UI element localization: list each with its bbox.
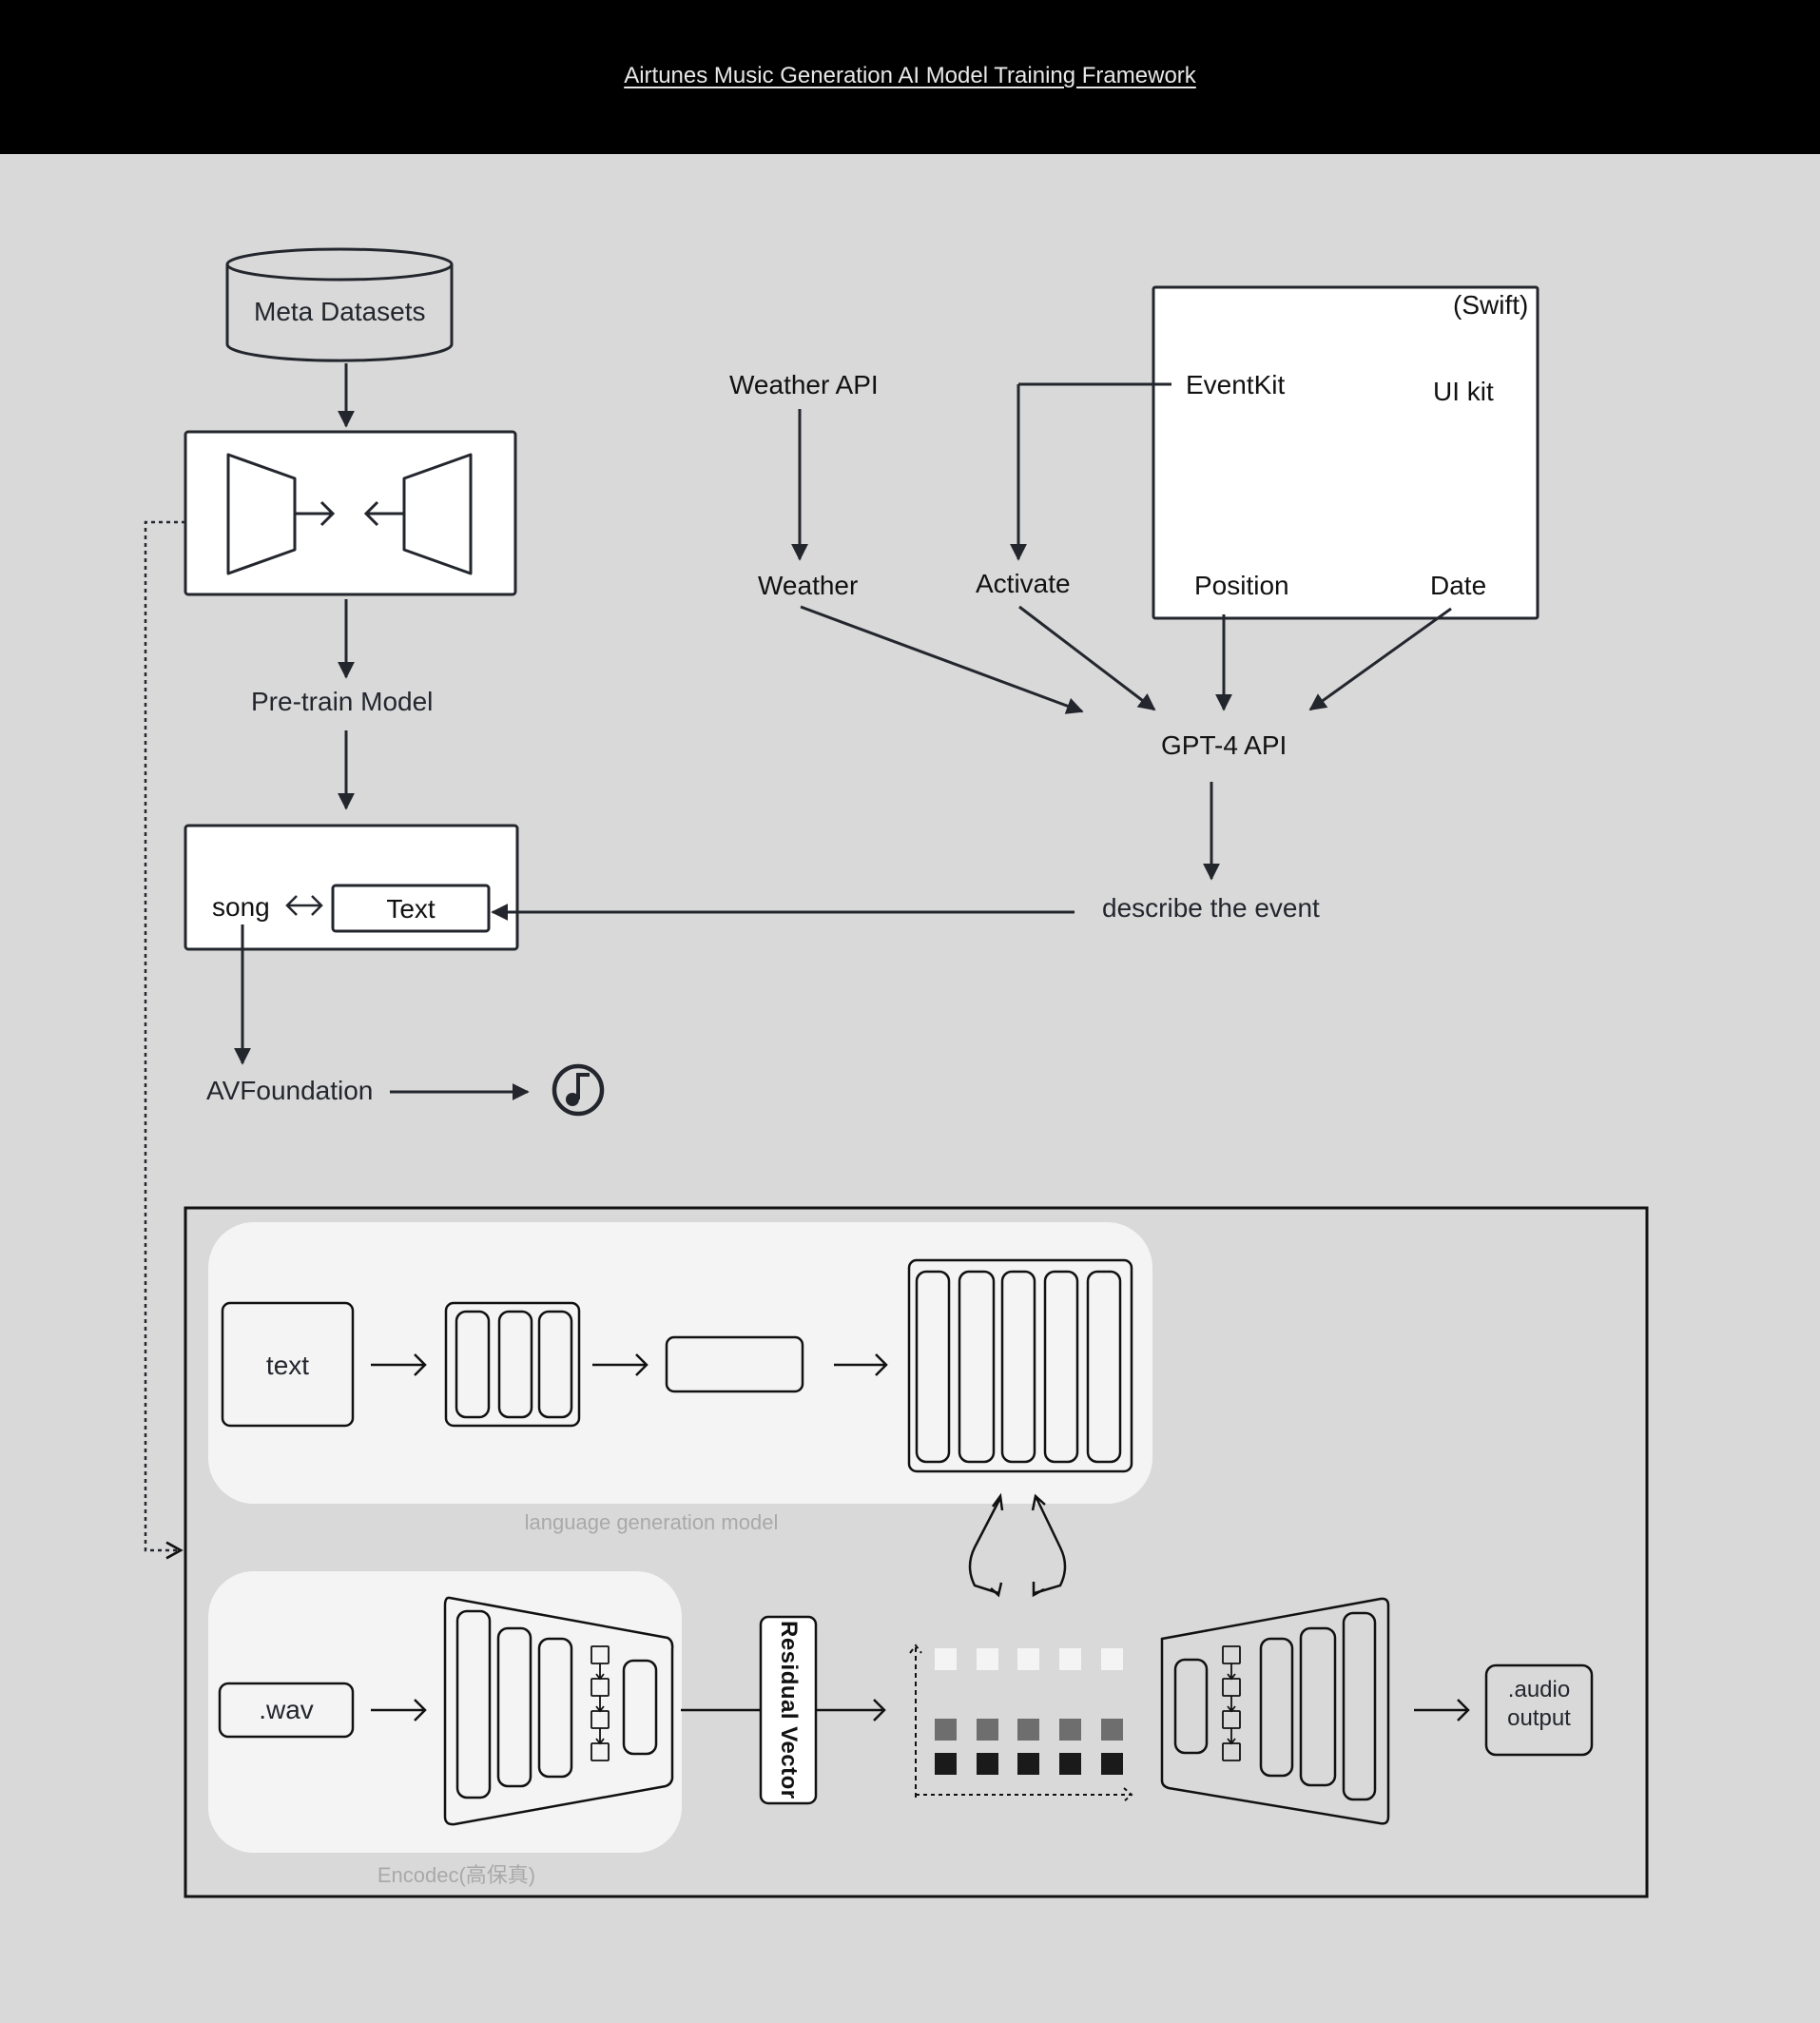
text-box-label: Text [386, 894, 436, 924]
audio-output-box [1484, 1663, 1594, 1757]
arrow-lgm-3 [834, 1353, 888, 1376]
pretrain-model-label: Pre-train Model [251, 687, 434, 716]
token-cell [1017, 1753, 1039, 1775]
wav-input-label: .wav [259, 1695, 314, 1724]
residual-vector-label-wrap: Residual Vector [761, 1617, 816, 1803]
activate-label: Activate [976, 569, 1071, 598]
x-axis-dotted [916, 1787, 1133, 1802]
position-label: Position [1194, 571, 1289, 600]
weather-label: Weather [758, 571, 859, 600]
transformer-block [907, 1258, 1133, 1473]
decoder-trapezoid-icon [402, 453, 473, 575]
token-cell [1059, 1753, 1081, 1775]
latent-block [665, 1335, 804, 1393]
token-grid [935, 1648, 1123, 1775]
model-frame [184, 1206, 1649, 1898]
token-cell [1017, 1719, 1039, 1741]
arrow-lgm-2 [592, 1353, 649, 1376]
arrow-decoder [1414, 1699, 1470, 1721]
residual-vector-label: Residual Vector [776, 1621, 802, 1799]
token-cell [977, 1753, 998, 1775]
song-label: song [212, 892, 270, 922]
meta-datasets-label: Meta Datasets [254, 297, 426, 326]
autoencoder-box [184, 430, 517, 596]
decoder-trapezoid [1160, 1597, 1390, 1825]
encoder-trapezoid [443, 1596, 674, 1826]
uikit-label: UI kit [1433, 377, 1494, 406]
dotted-connector [144, 520, 185, 1560]
arrow-weather-to-gpt [800, 605, 1084, 714]
encoder-trapezoid-icon [226, 453, 297, 575]
arrow-wav [371, 1699, 427, 1721]
text-box [331, 884, 491, 933]
token-cell [1101, 1719, 1123, 1741]
wav-input-box [218, 1682, 355, 1739]
y-axis-dotted [909, 1644, 922, 1798]
swift-box [1152, 285, 1539, 620]
token-cell [1059, 1719, 1081, 1741]
header-bar [0, 0, 1820, 154]
token-cell [935, 1719, 957, 1741]
music-note-icon [552, 1063, 605, 1117]
embedding-block [444, 1301, 581, 1428]
arrow-right-icon [295, 500, 336, 527]
arrow-date-to-gpt [1308, 607, 1452, 711]
arrow-lgm-1 [371, 1353, 427, 1376]
weather-api-label: Weather API [729, 370, 879, 399]
page-title: Airtunes Music Generation AI Model Train… [624, 63, 1196, 88]
database-icon [225, 247, 454, 362]
eventkit-label: EventKit [1186, 370, 1286, 399]
avfoundation-label: AVFoundation [206, 1076, 374, 1105]
arrow-residual [816, 1699, 886, 1721]
swift-label: (Swift) [1453, 290, 1529, 320]
token-cell [1059, 1648, 1081, 1670]
token-cell [977, 1648, 998, 1670]
arrow-left-icon [363, 500, 404, 527]
bidirectional-arrow-icon [285, 895, 323, 916]
curved-arrow-left-icon [968, 1497, 1002, 1595]
arrow-activate-to-gpt [1018, 605, 1156, 711]
text-input-label: text [265, 1351, 310, 1380]
token-cell [1101, 1648, 1123, 1670]
text-input-box [221, 1301, 355, 1428]
token-cell [935, 1648, 957, 1670]
language-model-caption: language generation model [524, 1510, 779, 1534]
describe-event-label: describe the event [1102, 893, 1320, 923]
token-cell [977, 1719, 998, 1741]
encodec-caption: Encodec(高保真) [377, 1863, 536, 1887]
token-cell [1101, 1753, 1123, 1775]
gpt4-api-label: GPT-4 API [1161, 730, 1288, 760]
token-cell [935, 1753, 957, 1775]
token-cell [1017, 1648, 1039, 1670]
date-label: Date [1430, 571, 1487, 600]
audio-output-label: .audio output [1507, 1677, 1571, 1731]
curved-arrow-right-icon [1034, 1497, 1067, 1595]
